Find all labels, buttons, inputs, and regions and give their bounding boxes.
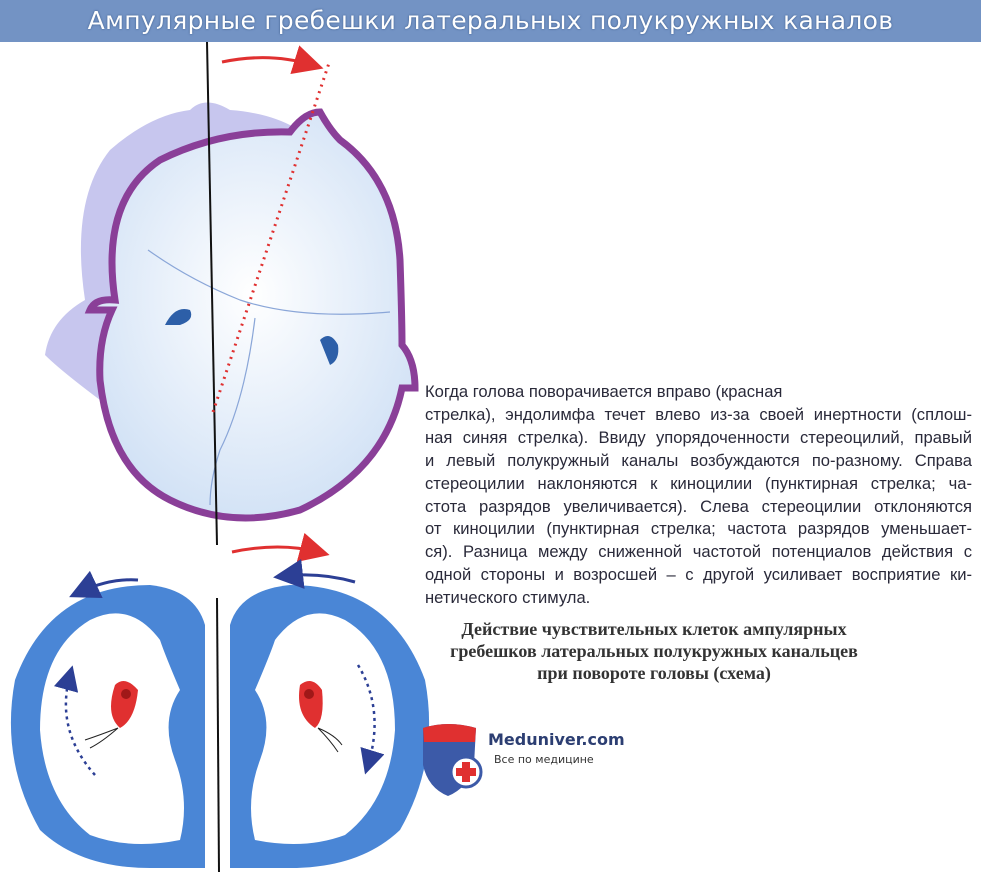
- description-line: от киноцилии (пунктирная стрелка; частот…: [425, 519, 972, 539]
- caption-line: Действие чувствительных клеток ампулярны…: [461, 619, 847, 639]
- description-line: стереоцилии наклоняются к киноцилии (пун…: [425, 473, 972, 493]
- description-line: стота разрядов увеличивается). Слева сте…: [425, 496, 972, 516]
- midline-lower: [216, 597, 220, 872]
- rotation-arrow-red-lower: [231, 532, 330, 562]
- description-line: стрелка), эндолимфа течет влево из-за св…: [425, 404, 972, 424]
- suture: [147, 249, 391, 506]
- description-line: одной стороны и возросшей – с другой уси…: [425, 565, 972, 585]
- description-text: Когда голова поворачивается вправо (крас…: [425, 381, 972, 610]
- endolymph-arrow-right: [273, 559, 356, 589]
- description-line: Когда голова поворачивается вправо (крас…: [425, 382, 783, 401]
- logo-name: Meduniver.com: [488, 730, 625, 749]
- ampulla-right-lumen: [251, 613, 395, 844]
- shield-cross-icon: [423, 724, 483, 796]
- hair-cell-right-icon: [299, 681, 343, 753]
- caption-line: гребешков латеральных полукружных каналь…: [450, 641, 858, 661]
- logo-tagline: Все по медицине: [494, 753, 594, 766]
- midline: [206, 42, 218, 546]
- rotation-arrow-red: [221, 45, 324, 75]
- endolymph-arrow-left: [69, 570, 139, 598]
- description-line: ная синяя стрелка). Ввиду упорядоченност…: [425, 427, 972, 447]
- inner-ear-left-icon: [165, 309, 192, 325]
- hair-cell-left-icon: [84, 681, 138, 749]
- illustration: [10, 42, 430, 872]
- description-line: нетического стимула.: [425, 588, 591, 608]
- description-line: и левый полукружный каналы возбуждаются …: [425, 450, 972, 470]
- title-bar: Ампулярные гребешки латеральных полукруж…: [0, 0, 981, 42]
- cilia-arrow-right: [356, 664, 385, 775]
- rotated-axis: [211, 59, 332, 413]
- description-line: ся). Разница между сниженной частотой по…: [425, 542, 972, 562]
- inner-ear-right-icon: [320, 336, 339, 365]
- page-title: Ампулярные гребешки латеральных полукруж…: [87, 6, 894, 35]
- meduniver-logo[interactable]: Meduniver.com Все по медицине: [418, 720, 638, 800]
- head: [84, 108, 419, 522]
- figure-caption: Действие чувствительных клеток ампулярны…: [425, 618, 883, 684]
- caption-line: при повороте головы (схема): [537, 663, 771, 683]
